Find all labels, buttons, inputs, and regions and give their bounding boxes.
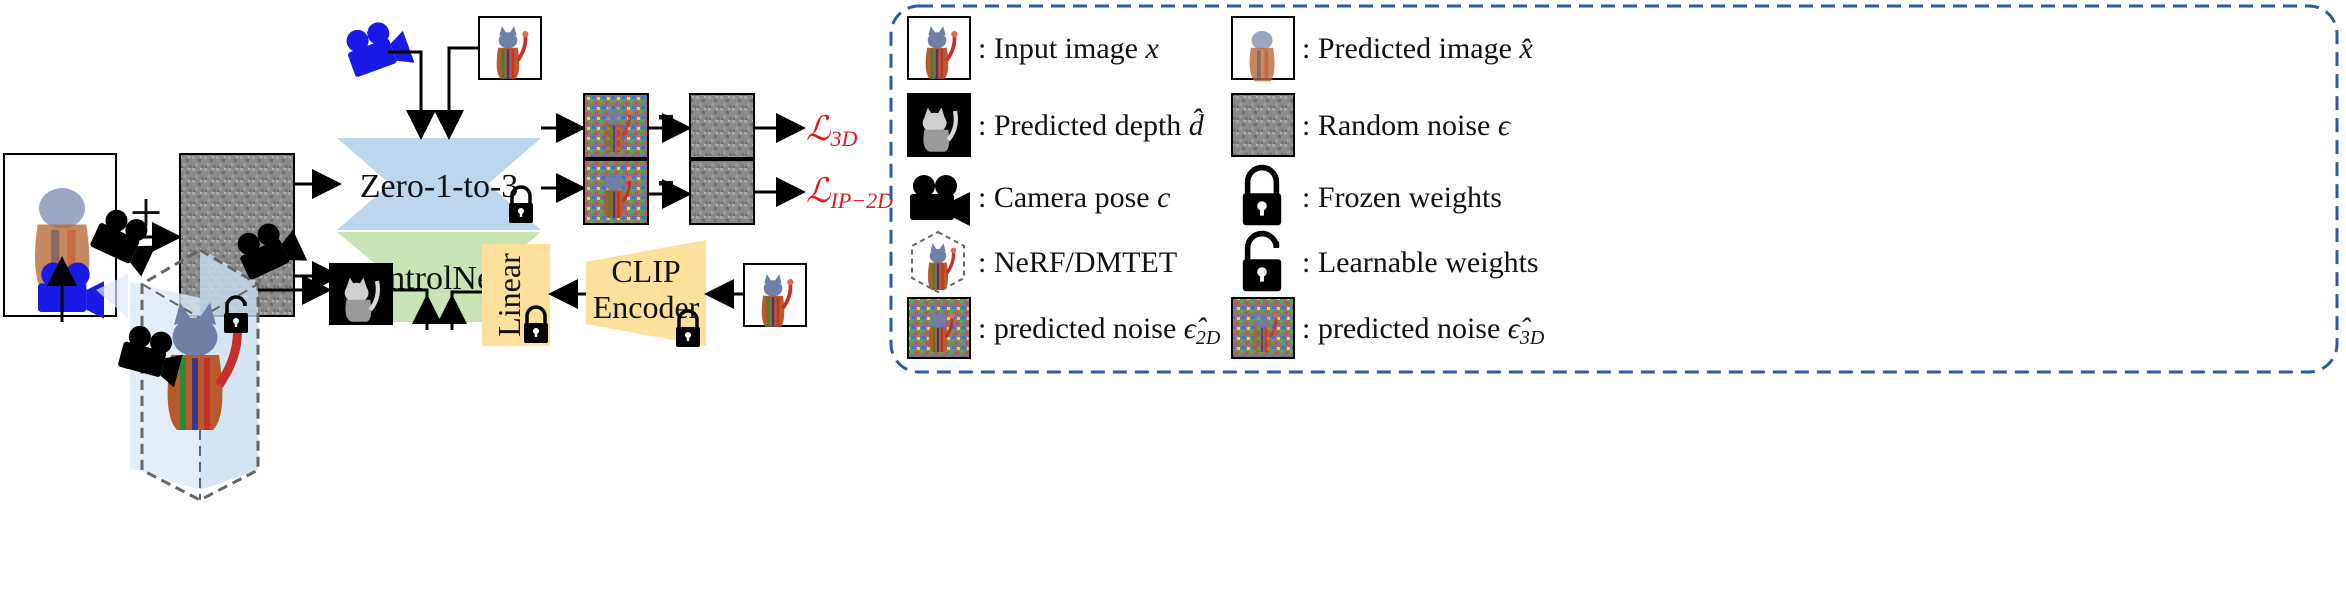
target-noise-2d-box	[689, 159, 755, 225]
camera-frustum	[96, 274, 128, 318]
linear-label: Linear	[491, 253, 527, 337]
clip-label-line1: CLIP	[611, 253, 680, 289]
loss-ip2d-symbol: ℒIP−2D	[806, 173, 893, 213]
legend-random-noise-text: : Random noise ϵ	[1302, 109, 1512, 142]
legend-frozen-lock-icon	[1243, 168, 1281, 226]
legend-predicted-image-text: : Predicted image x̂	[1302, 32, 1533, 65]
clip-encoder-block	[586, 240, 706, 346]
legend-box	[889, 4, 2339, 374]
minus-sign-2d: -	[657, 148, 675, 208]
camera-pose-top-icon	[340, 14, 415, 84]
legend-nerf-icon	[911, 230, 965, 294]
legend-pred-noise-2d-text: : predicted noise ϵ̂2D	[978, 312, 1221, 349]
legend-learnable-weights-text: : Learnable weights	[1302, 246, 1539, 279]
zero123-block	[337, 138, 541, 230]
legend-frozen-weights-text: : Frozen weights	[1302, 181, 1502, 214]
legend-camera-icon	[910, 175, 970, 226]
arrow-image-to-zero123	[434, 46, 479, 140]
loss-3d-symbol: ℒ3D	[806, 111, 858, 151]
legend-camera-pose-text: : Camera pose c	[978, 181, 1170, 214]
legend-input-image-text: : Input image x	[978, 32, 1159, 65]
clip-label-line2: Encoder	[593, 289, 700, 325]
legend-predicted-cat	[1249, 31, 1275, 82]
legend-nerf-text: : NeRF/DMTET	[978, 246, 1177, 279]
legend-pred-noise-3d-text: : predicted noise ϵ̂3D	[1302, 312, 1545, 349]
zero123-lock-icon	[507, 185, 535, 225]
legend-predicted-depth-text: : Predicted depth d̂	[978, 108, 1205, 142]
legend-random-noise-swatch	[1231, 93, 1295, 157]
legend-learnable-unlock-icon	[1243, 234, 1281, 292]
arrow-camera-to-zero123	[388, 50, 436, 140]
target-noise-3d-box	[689, 93, 755, 159]
minus-sign-3d: -	[657, 82, 675, 142]
zero123-label: Zero-1-to-3	[360, 168, 519, 205]
